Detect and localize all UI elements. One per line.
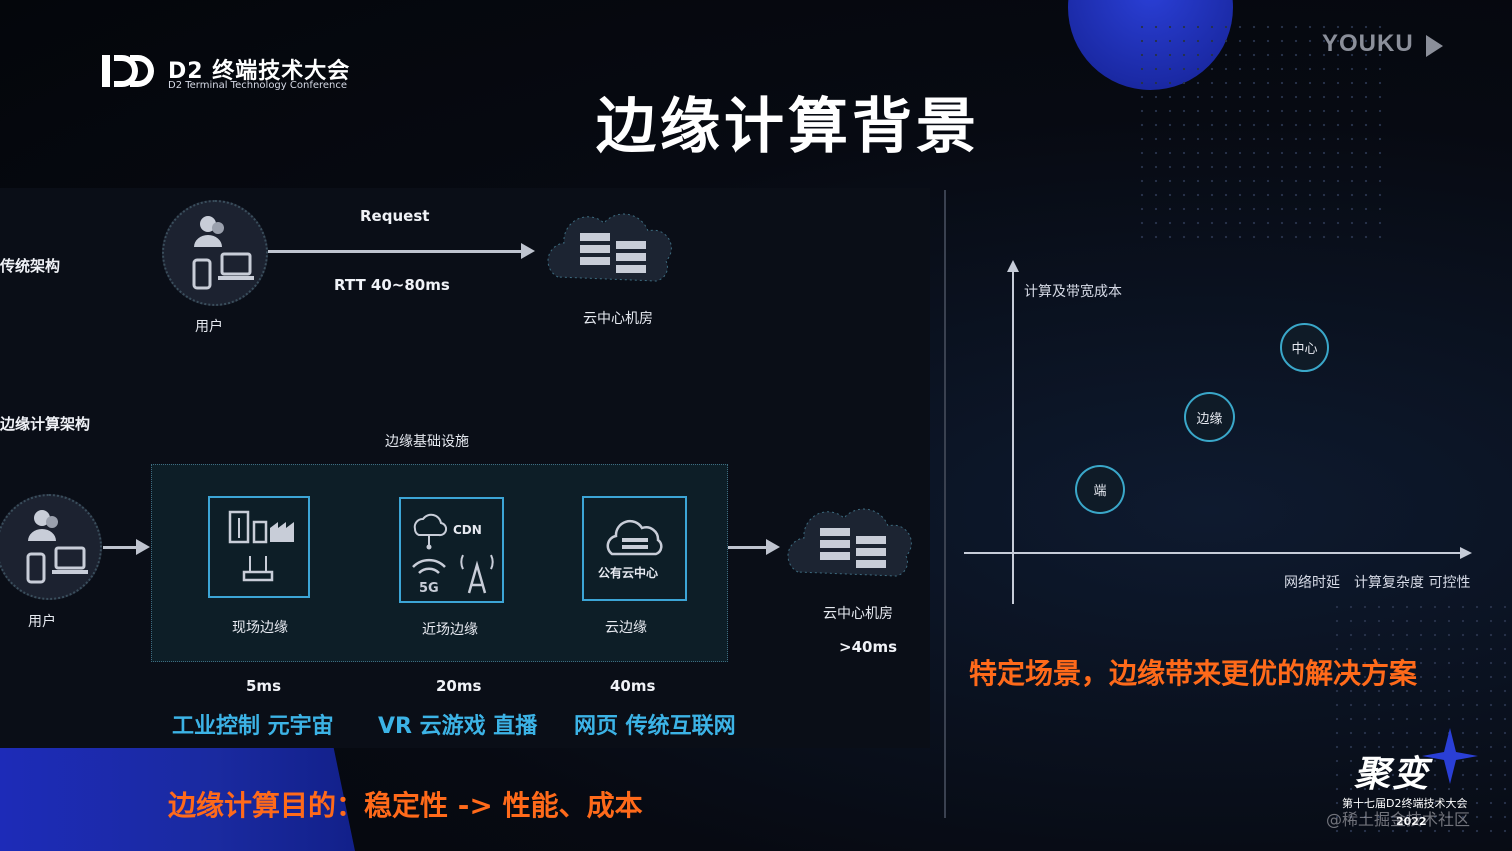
youku-watermark: YOUKU [1322, 30, 1414, 57]
x-axis-label: 网络时延 计算复杂度 可控性 [1284, 575, 1471, 591]
rtt-label: RTT 40~80ms [334, 276, 450, 294]
request-label: Request [360, 207, 430, 225]
5g-label: 5G [419, 581, 439, 596]
x-axis-arrow-icon [1460, 547, 1472, 559]
y-axis [1012, 268, 1014, 604]
cdn-5g-icon [412, 513, 494, 594]
slide-title: 边缘计算背景 [596, 92, 980, 162]
factory-router-icon [228, 510, 294, 582]
edge-user-label: 用户 [28, 614, 56, 630]
onsite-scenarios: 工业控制 元宇宙 [172, 714, 334, 739]
star-icon [1422, 728, 1478, 784]
edge-user-circle [0, 494, 102, 600]
arrow-head-icon [136, 539, 150, 555]
onsite-latency: 5ms [246, 677, 281, 695]
public-cloud-label: 公有云中心 [598, 566, 659, 580]
cloud-edge-label: 云边缘 [605, 620, 647, 636]
user-devices-icon [192, 216, 254, 290]
y-axis-arrow-icon [1007, 260, 1019, 272]
arrow-head-icon [766, 539, 780, 555]
datacenter-latency: >40ms [839, 638, 898, 656]
edge-infrastructure-label: 边缘基础设施 [385, 434, 469, 450]
dot-pattern [1330, 600, 1510, 840]
user-devices-icon [26, 510, 88, 584]
edge-datacenter-label: 云中心机房 [823, 606, 893, 622]
nearfield-edge-label: 近场边缘 [422, 622, 478, 638]
center-node: 中心 [1280, 323, 1329, 372]
y-axis-label: 计算及带宽成本 [1024, 284, 1122, 300]
community-watermark: @稀土掘金技术社区 [1326, 810, 1471, 829]
cdn-label: CDN [453, 523, 482, 537]
traditional-user-label: 用户 [195, 319, 223, 335]
onsite-edge-tile [208, 496, 310, 598]
d2-logo-icon [102, 55, 154, 87]
request-arrow [268, 250, 523, 253]
nearfield-latency: 20ms [436, 677, 482, 695]
nearfield-scenarios: VR 云游戏 直播 [378, 714, 538, 739]
user-circle [162, 200, 268, 306]
cloud-edge-tile: 公有云中心 [582, 496, 687, 601]
nearfield-edge-tile: CDN 5G [399, 497, 504, 603]
public-cloud-icon [606, 519, 663, 556]
arrow-head-icon [521, 243, 535, 259]
x-axis [964, 552, 1462, 554]
cloud-datacenter-icon [547, 213, 672, 282]
cloud-datacenter-icon [787, 508, 912, 577]
device-node: 端 [1075, 465, 1125, 514]
conclusion-statement: 特定场景，边缘带来更优的解决方案 [969, 657, 1418, 690]
event-year: 2022 [1396, 815, 1427, 828]
conference-logo-title: D2 终端技术大会 [168, 59, 351, 84]
edge-node: 边缘 [1184, 392, 1235, 442]
event-name: 第十七届D2终端技术大会 [1342, 797, 1468, 810]
traditional-datacenter-label: 云中心机房 [583, 311, 653, 327]
cloud-edge-latency: 40ms [610, 677, 656, 695]
edge-architecture-label: 边缘计算架构 [0, 415, 91, 433]
conference-logo-subtitle: D2 Terminal Technology Conference [168, 80, 348, 91]
event-brand-title: 聚变 [1354, 754, 1431, 795]
edge-purpose-statement: 边缘计算目的：稳定性 -> 性能、成本 [168, 789, 643, 822]
user-to-edge-arrow [103, 546, 137, 549]
onsite-edge-label: 现场边缘 [232, 620, 288, 636]
footer-accent-wedge [0, 748, 355, 851]
traditional-architecture-label: 传统架构 [0, 257, 61, 275]
dot-pattern [1135, 20, 1385, 250]
edge-to-cloud-arrow [728, 546, 768, 549]
cloud-edge-scenarios: 网页 传统互联网 [574, 714, 736, 739]
vertical-divider [944, 190, 946, 818]
youku-play-icon [1426, 35, 1443, 57]
